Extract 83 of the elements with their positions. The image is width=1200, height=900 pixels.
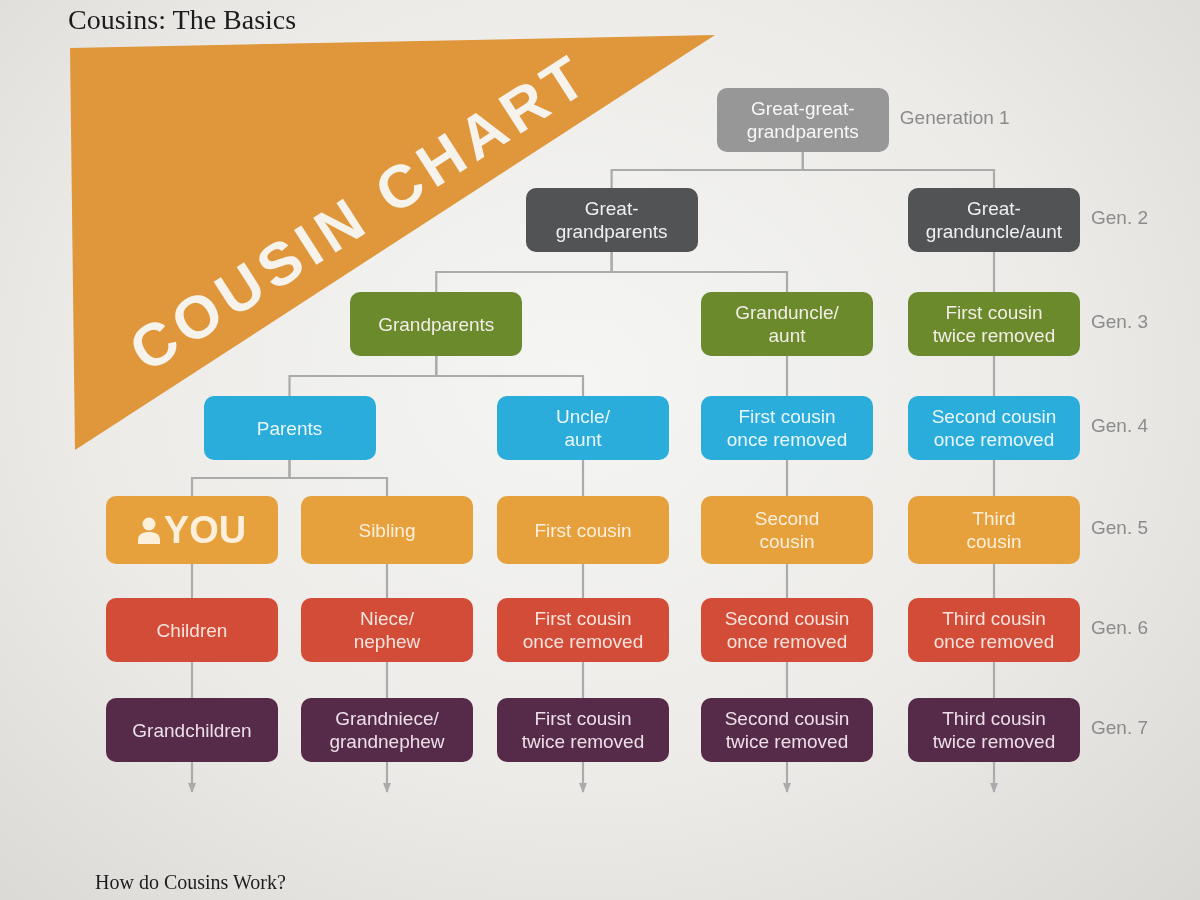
node-label: Niece/ nephew	[352, 607, 422, 653]
connector-line	[992, 564, 996, 598]
node-label: Granduncle/ aunt	[734, 301, 840, 347]
arrow	[783, 762, 791, 793]
generation-label: Gen. 3	[1091, 310, 1149, 333]
node-label: Third cousin	[965, 507, 1023, 553]
connector-line	[190, 564, 194, 598]
node-label: Great- granduncle/aunt	[924, 197, 1064, 243]
node-label: Sibling	[358, 518, 416, 542]
connector-line	[610, 252, 789, 292]
node-label: First cousin twice removed	[520, 707, 646, 753]
relation-box	[301, 698, 473, 762]
generation-label: Gen. 6	[1091, 616, 1149, 639]
relation-box	[301, 598, 473, 662]
connector-line	[385, 564, 389, 598]
relation-box	[497, 496, 669, 564]
relation-box	[908, 698, 1080, 762]
relation-box	[497, 698, 669, 762]
node-label: Third cousin twice removed	[931, 707, 1057, 753]
node-label: Grandchildren	[132, 718, 252, 742]
generation-label: Gen. 4	[1091, 414, 1149, 437]
relation-box	[701, 698, 873, 762]
generation-label: Gen. 2	[1091, 206, 1149, 229]
section-heading: How do Cousins Work?	[95, 870, 286, 894]
node-label: Second cousin once removed	[723, 607, 851, 653]
relation-box	[701, 598, 873, 662]
relation-box	[106, 598, 278, 662]
arrow	[383, 762, 391, 793]
node-label: Grandparents	[378, 312, 495, 336]
relation-box	[701, 292, 873, 356]
relation-box	[908, 188, 1080, 252]
node-label: Second cousin once removed	[930, 405, 1058, 451]
relation-box	[301, 496, 473, 564]
connector-line	[581, 564, 585, 598]
connector-line	[435, 356, 585, 396]
generation-label: Gen. 7	[1091, 716, 1149, 739]
generation-label: Gen. 5	[1091, 516, 1149, 539]
relation-box	[701, 496, 873, 564]
node-label: First cousin twice removed	[931, 301, 1057, 347]
node-label: Great-great- grandparents	[745, 97, 860, 143]
connector-line	[190, 662, 194, 698]
relation-box	[716, 88, 889, 152]
relation-box	[701, 396, 873, 460]
node-label: Parents	[256, 416, 323, 440]
node-label: Children	[156, 618, 228, 642]
connector-line	[992, 356, 996, 396]
connector-line	[785, 662, 789, 698]
relation-box	[908, 292, 1080, 356]
node-label: First cousin once removed	[521, 607, 645, 653]
relation-box	[106, 698, 278, 762]
page-title: Cousins: The Basics	[68, 4, 297, 36]
relation-box	[908, 598, 1080, 662]
connector-line	[992, 460, 996, 496]
arrow	[579, 762, 587, 793]
connector-line	[785, 356, 789, 396]
connector-line	[288, 460, 389, 496]
relation-box	[908, 496, 1080, 564]
node-label: Second cousin twice removed	[723, 707, 851, 753]
connector-line	[801, 152, 996, 188]
connector-line	[581, 662, 585, 698]
node-label: First cousin	[534, 518, 632, 542]
connector-line	[992, 252, 996, 292]
relation-box	[497, 396, 669, 460]
connector-line	[785, 564, 789, 598]
node-label: Uncle/ aunt	[555, 405, 611, 451]
corner-banner	[70, 35, 715, 450]
arrow	[990, 762, 998, 793]
node-label: First cousin once removed	[725, 405, 849, 451]
relation-box	[106, 496, 278, 564]
relation-box	[908, 396, 1080, 460]
arrow	[188, 762, 196, 793]
node-label: Second cousin	[753, 507, 821, 553]
node-label: Third cousin once removed	[932, 607, 1056, 653]
node-label: Grandniece/ grandnephew	[328, 707, 446, 753]
node-label: Great- grandparents	[555, 198, 669, 243]
connector-line	[785, 460, 789, 496]
connector-line	[581, 460, 585, 496]
generation-label: Generation 1	[899, 106, 1010, 129]
relation-box	[497, 598, 669, 662]
node-label: YOU	[163, 509, 247, 551]
relation-box	[203, 396, 376, 460]
connector-line	[385, 662, 389, 698]
connector-line	[992, 662, 996, 698]
